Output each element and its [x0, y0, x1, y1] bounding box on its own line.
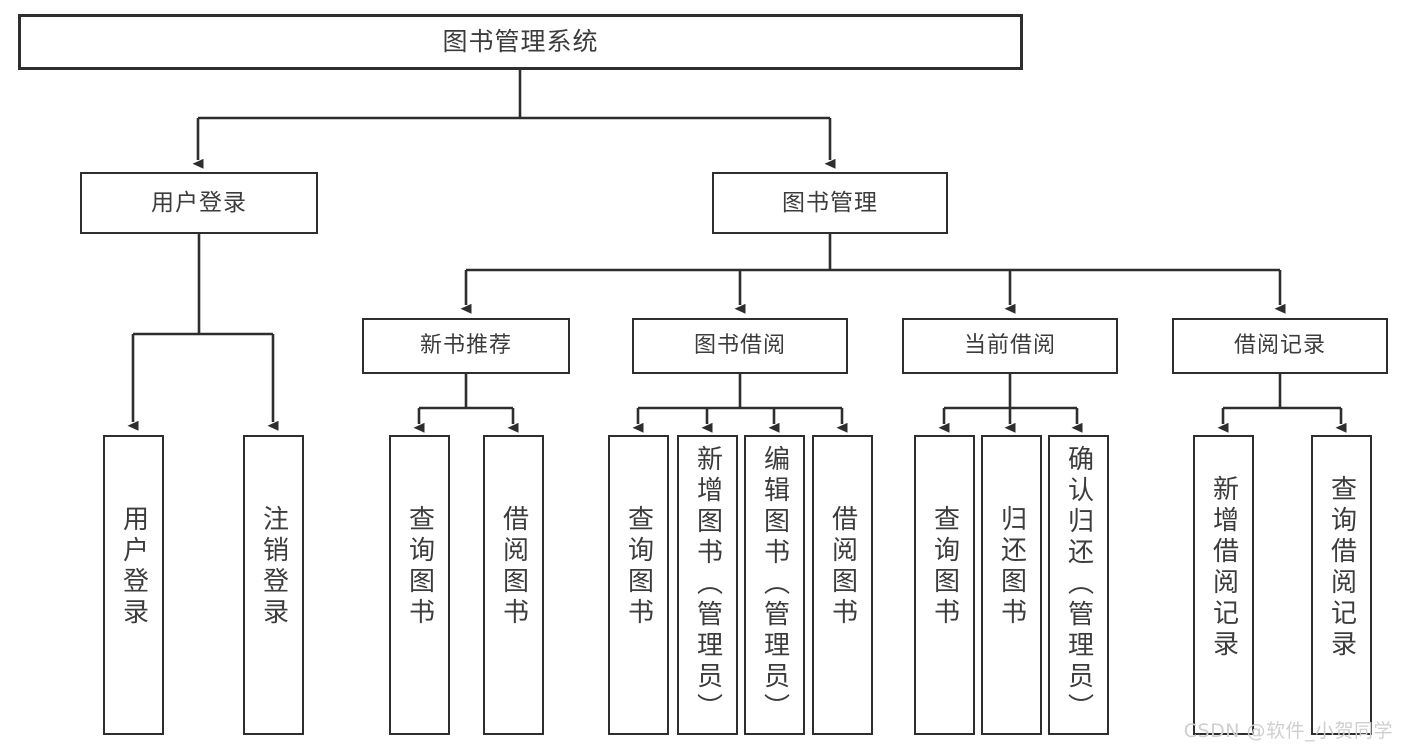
leaf-logout[interactable]: 注销登录	[243, 435, 304, 735]
node-label: 查询图书	[929, 505, 960, 629]
node-label: 查询图书	[623, 505, 654, 629]
leaf-query-book[interactable]: 查询图书	[608, 435, 669, 735]
leaf-borrow-book-recommend[interactable]: 借阅图书	[483, 435, 544, 735]
node-label: 用户登录	[151, 189, 247, 216]
node-label: 归还图书	[996, 505, 1027, 629]
node-label: 借阅图书	[827, 505, 858, 629]
node-label: 图书管理	[782, 189, 878, 216]
node-label: 图书借阅	[693, 333, 786, 359]
node-label: 注销登录	[258, 505, 289, 629]
node-label: 新书推荐	[419, 333, 512, 359]
leaf-query-borrow-record[interactable]: 查询借阅记录	[1311, 435, 1372, 735]
node-new-book-recommend[interactable]: 新书推荐	[362, 318, 570, 374]
node-label: 当前借阅	[963, 333, 1056, 359]
node-book-borrow[interactable]: 图书借阅	[632, 318, 848, 374]
node-borrow-records[interactable]: 借阅记录	[1172, 318, 1388, 374]
node-label: 查询图书	[404, 505, 435, 629]
node-label: 图书管理系统	[442, 26, 599, 56]
node-label: 新增图书（管理员）	[692, 445, 723, 724]
leaf-edit-book-admin[interactable]: 编辑图书（管理员）	[744, 435, 805, 735]
node-label: 查询借阅记录	[1326, 475, 1357, 661]
node-label: 用户登录	[118, 505, 149, 629]
leaf-query-book-recommend[interactable]: 查询图书	[389, 435, 450, 735]
node-label: 编辑图书（管理员）	[759, 445, 790, 724]
leaf-add-book-admin[interactable]: 新增图书（管理员）	[677, 435, 738, 735]
node-label: 借阅图书	[498, 505, 529, 629]
leaf-add-borrow-record[interactable]: 新增借阅记录	[1193, 435, 1254, 735]
node-label: 确认归还（管理员）	[1063, 445, 1094, 724]
node-root-system[interactable]: 图书管理系统	[18, 14, 1023, 70]
leaf-query-book-current[interactable]: 查询图书	[914, 435, 975, 735]
node-user-login[interactable]: 用户登录	[80, 172, 318, 234]
node-label: 借阅记录	[1233, 333, 1326, 359]
leaf-return-book[interactable]: 归还图书	[981, 435, 1042, 735]
node-label: 新增借阅记录	[1208, 475, 1239, 661]
leaf-borrow-book[interactable]: 借阅图书	[812, 435, 873, 735]
leaf-confirm-return-admin[interactable]: 确认归还（管理员）	[1048, 435, 1109, 735]
node-book-management[interactable]: 图书管理	[712, 172, 948, 234]
leaf-user-login[interactable]: 用户登录	[103, 435, 164, 735]
node-current-borrow[interactable]: 当前借阅	[902, 318, 1118, 374]
